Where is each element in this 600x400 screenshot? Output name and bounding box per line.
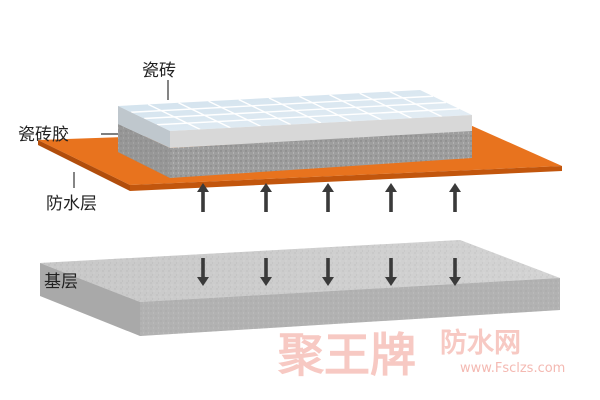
down-arrow [449, 258, 461, 286]
tile-adhesive-layer [118, 124, 472, 178]
up-arrow [385, 183, 397, 212]
watermark: 聚王牌 防水网 www.Fsclzs.com [277, 328, 565, 382]
down-arrow [260, 258, 272, 286]
base-layer-top-texture [40, 240, 560, 302]
waterproof-label: 防水层 [46, 194, 97, 214]
tile-grid-line [156, 108, 460, 126]
up-arrow [322, 183, 334, 212]
base-layer [40, 240, 560, 336]
up-arrow [260, 183, 272, 212]
tile-left [118, 106, 170, 148]
tile-grid-line [143, 101, 447, 120]
down-arrow [322, 258, 334, 286]
tile-grid-line [130, 95, 434, 113]
adhesive-label: 瓷砖胶 [18, 125, 69, 145]
tile-layer [118, 90, 472, 148]
base-layer-left [40, 263, 140, 336]
base-label: 基层 [44, 272, 78, 292]
upward-arrows [197, 183, 461, 212]
tile-grid [130, 90, 460, 131]
adhesive-front [170, 130, 472, 178]
up-arrow [197, 183, 209, 212]
watermark-url: www.Fsclzs.com [460, 361, 565, 376]
up-arrow [449, 183, 461, 212]
downward-arrows [197, 258, 461, 286]
down-arrow [197, 258, 209, 286]
tile-front [170, 115, 472, 148]
watermark-product: 防水网 [440, 328, 521, 359]
watermark-brand: 聚王牌 [277, 328, 416, 382]
waterproof-layer-edge [130, 166, 562, 191]
tile-label: 瓷砖 [142, 61, 176, 81]
down-arrow [385, 258, 397, 286]
